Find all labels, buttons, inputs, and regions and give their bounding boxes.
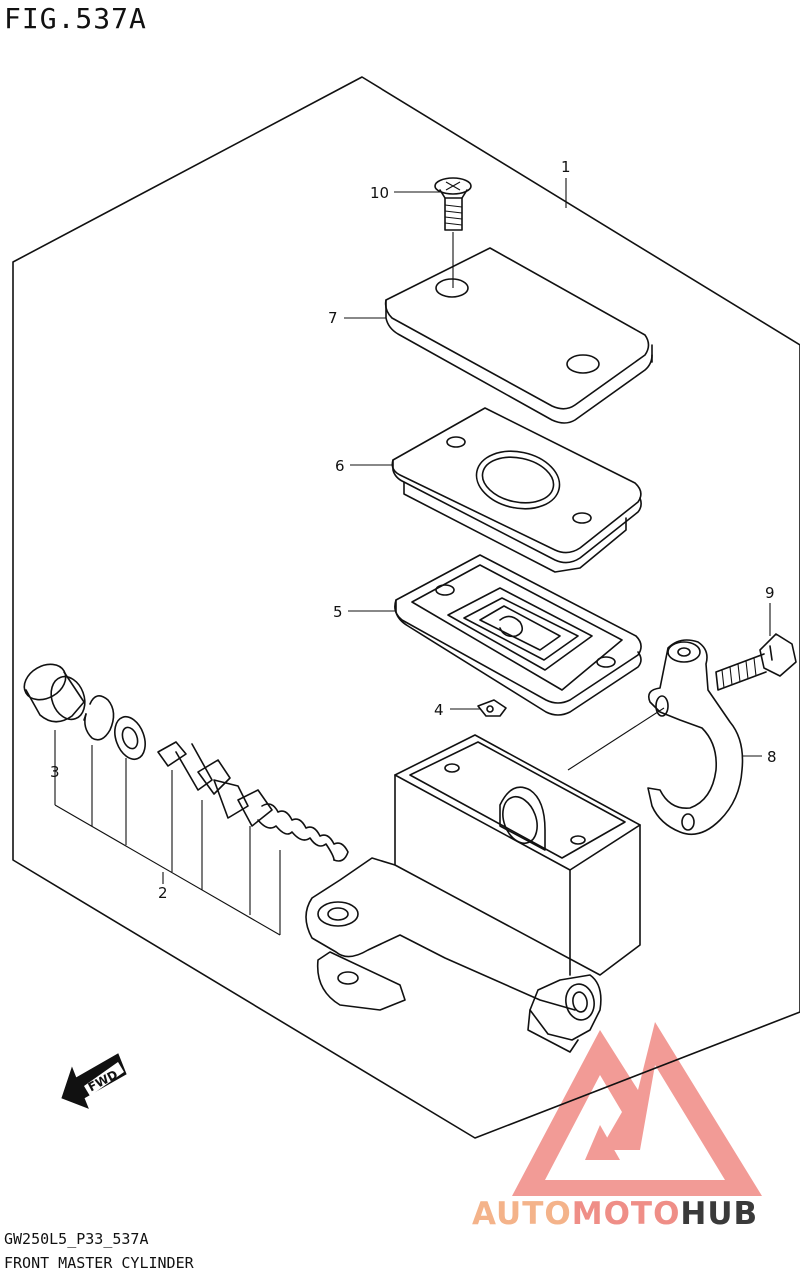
callout-3: 3	[50, 763, 60, 781]
watermark-text-hub: HUB	[680, 1196, 759, 1232]
callout-1: 1	[561, 158, 571, 176]
callout-9: 9	[765, 584, 775, 602]
holder-clamp-part-8	[567, 639, 744, 836]
leader-bracket	[54, 730, 281, 936]
circlip-icon	[83, 695, 115, 741]
washer-icon	[114, 715, 146, 761]
watermark-text-auto: AUTO	[472, 1196, 572, 1232]
screw-part-10	[434, 177, 472, 288]
callout-6: 6	[335, 457, 345, 475]
callout-7: 7	[328, 309, 338, 327]
figure-name: FRONT MASTER CYLINDER	[4, 1254, 194, 1272]
diaphragm-part-5	[394, 554, 642, 716]
fwd-arrow-icon: FWD	[61, 1053, 127, 1109]
reservoir-cap-part-7	[384, 247, 653, 424]
callout-10: 10	[370, 184, 389, 202]
watermark-text: AUTOMOTOHUB	[472, 1196, 758, 1232]
figure-title: FIG.537A	[4, 2, 147, 35]
watermark-text-moto: MOTO	[571, 1196, 681, 1232]
callout-4: 4	[434, 701, 444, 719]
diaphragm-plate-part-6	[391, 407, 642, 573]
figure-code: GW250L5_P33_537A	[4, 1230, 149, 1248]
assembly-outline	[12, 76, 800, 1139]
callout-2: 2	[158, 884, 168, 902]
callout-8: 8	[767, 748, 777, 766]
clip-part-4	[477, 699, 507, 717]
bolt-part-9	[715, 633, 797, 691]
boot-part-3	[23, 663, 86, 723]
callout-5: 5	[333, 603, 343, 621]
master-cylinder-body	[305, 734, 641, 1053]
piston-kit-part-2	[157, 741, 349, 862]
watermark-logo-icon	[512, 1022, 762, 1196]
leader-lines	[162, 178, 771, 884]
